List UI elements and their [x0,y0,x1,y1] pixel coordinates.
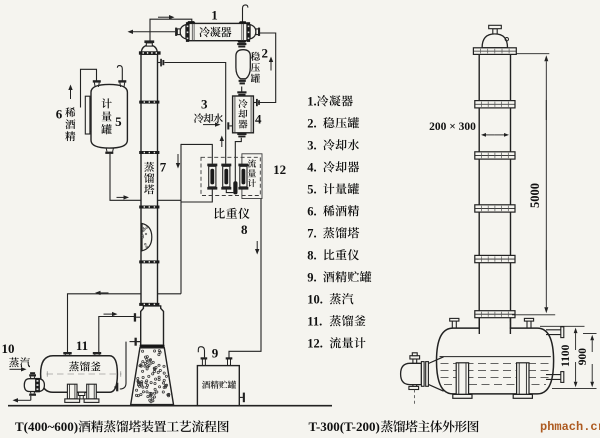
svg-text:6.: 6. [307,204,316,218]
svg-text:11: 11 [76,338,88,353]
svg-text:9.: 9. [307,270,316,284]
svg-text:1: 1 [211,8,218,23]
svg-text:7: 7 [160,160,167,175]
svg-text:T(400~600): T(400~600) [15,419,78,434]
svg-text:11.: 11. [307,314,322,328]
svg-text:2.: 2. [307,116,316,130]
svg-text:8: 8 [241,222,248,237]
svg-text:12: 12 [273,162,286,177]
svg-text:3.: 3. [307,138,316,152]
svg-text:5: 5 [115,114,122,129]
svg-text:phmach.cr: phmach.cr [540,420,600,434]
svg-text:10.: 10. [307,292,323,306]
svg-text:10: 10 [2,341,15,356]
svg-text:5.: 5. [307,182,316,196]
svg-text:1100: 1100 [560,344,572,367]
svg-text:4: 4 [255,112,262,127]
svg-text:200 × 300: 200 × 300 [429,121,476,133]
svg-text:2: 2 [262,45,269,60]
svg-text:4.: 4. [307,160,316,174]
svg-text:T-300(T-200): T-300(T-200) [309,419,380,434]
svg-text:1.: 1. [307,94,316,108]
svg-text:8.: 8. [307,248,316,262]
svg-text:900: 900 [577,348,589,366]
svg-text:5000: 5000 [528,183,542,208]
svg-text:3: 3 [201,97,208,112]
svg-text:6: 6 [56,107,63,122]
svg-text:9: 9 [212,346,219,361]
svg-text:12.: 12. [307,336,323,350]
svg-text:7.: 7. [307,226,316,240]
